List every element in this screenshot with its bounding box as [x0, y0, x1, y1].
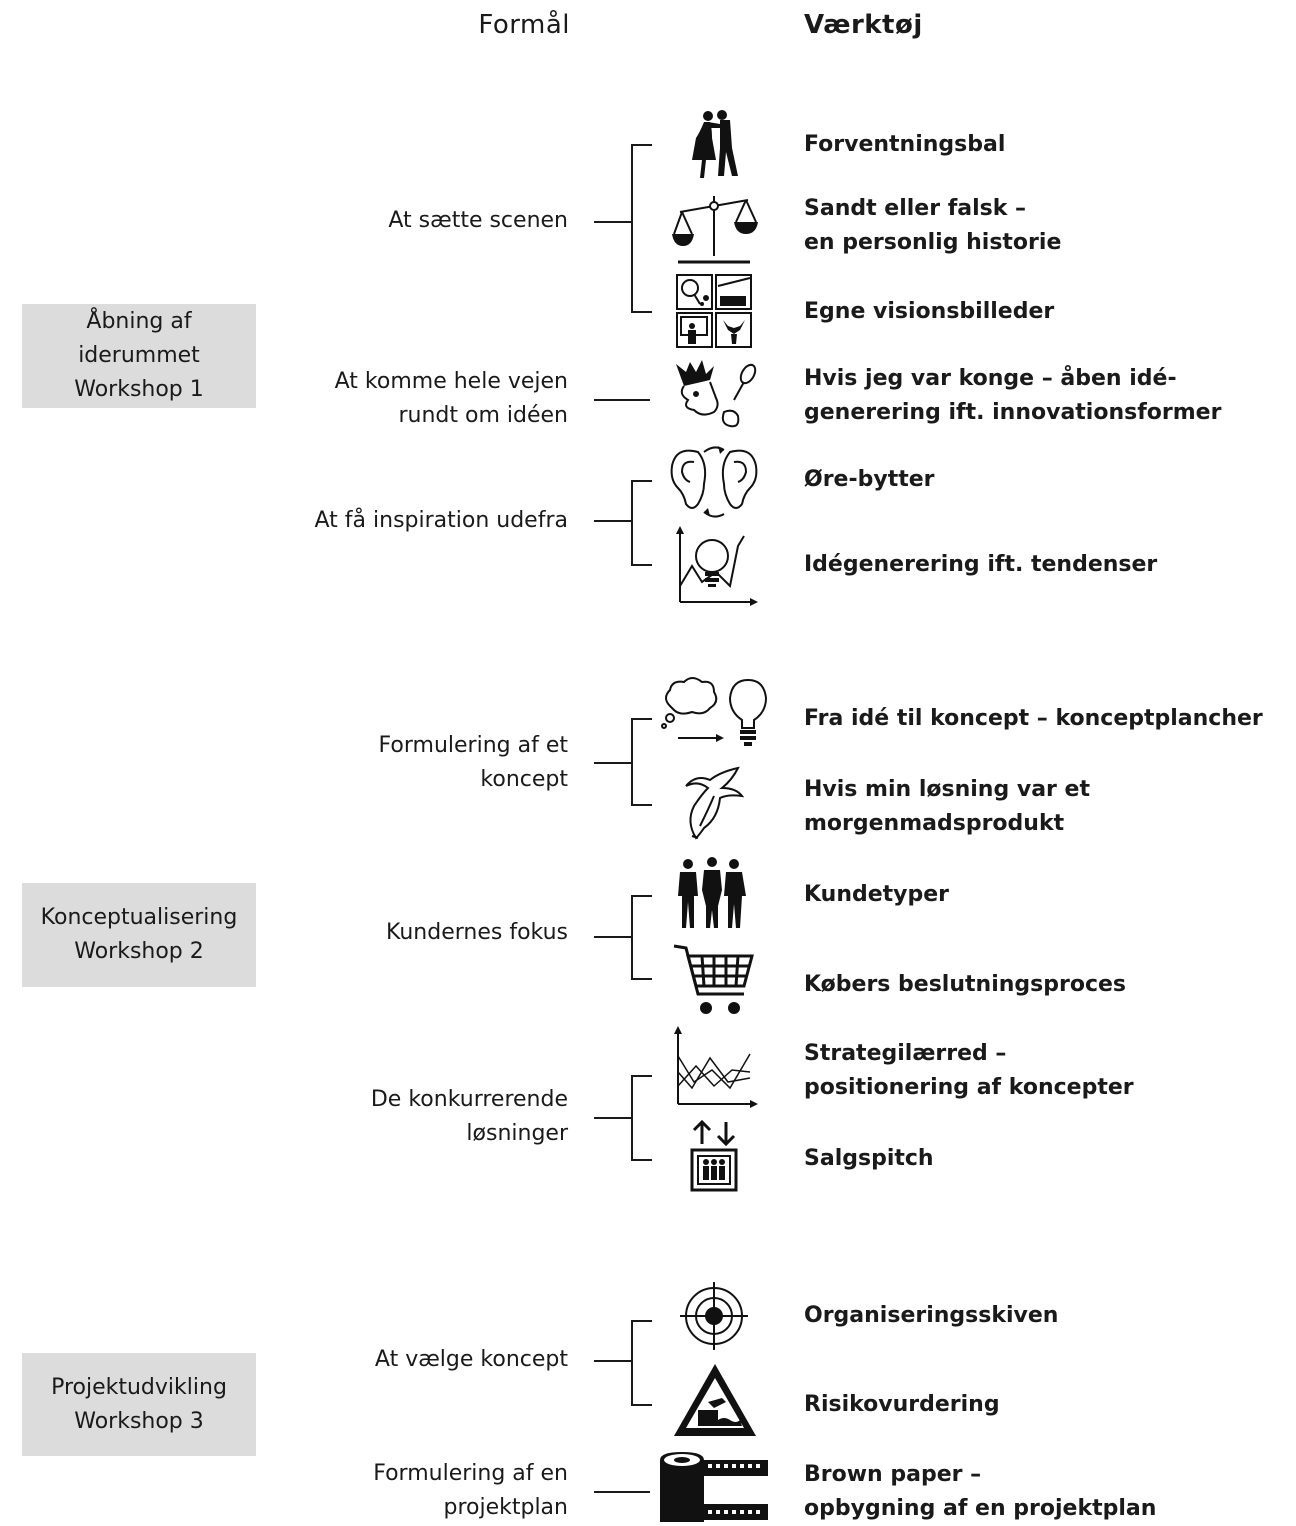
king-icon: [676, 360, 757, 428]
tool-ore-bytter: Øre-bytter: [804, 463, 935, 497]
purpose-label-line: projektplan: [443, 1495, 568, 1520]
scales-icon: [672, 196, 758, 264]
tool-label-line: Forventningsbal: [804, 132, 1006, 157]
phase-label-line: iderummet: [78, 343, 200, 368]
phase-label-line: Konceptualisering: [40, 905, 238, 930]
purpose-set-scene: At sætte scenen: [388, 204, 568, 238]
purpose-label-line: At få inspiration udefra: [314, 508, 568, 533]
tool-label-line: Strategilærred –: [804, 1041, 1007, 1066]
tool-label-line: Hvis min løsning var et: [804, 777, 1090, 802]
tool-label-line: Øre-bytter: [804, 467, 935, 492]
tool-kobers-beslutningsproces: Købers beslutningsproces: [804, 968, 1126, 1002]
tool-label-line: Organiseringsskiven: [804, 1303, 1059, 1328]
dancing-couple-icon: [692, 110, 738, 178]
phase-workshop-2: Konceptualisering Workshop 2: [22, 883, 256, 987]
tool-hvis-jeg-var-konge: Hvis jeg var konge – åben idé- genererin…: [804, 362, 1221, 430]
tool-salgspitch: Salgspitch: [804, 1142, 934, 1176]
phase-label-line: Workshop 1: [74, 377, 204, 402]
purpose-header: Formål: [478, 10, 570, 40]
purpose-customer-focus: Kundernes fokus: [386, 916, 568, 950]
purpose-label-line: koncept: [480, 767, 568, 792]
phase-workshop-1: Åbning af iderummet Workshop 1: [22, 304, 256, 408]
tool-sandt-eller-falsk: Sandt eller falsk – en personlig histori…: [804, 192, 1061, 260]
shopping-cart-icon: [673, 944, 754, 1014]
tool-label-line: Fra idé til koncept – konceptplancher: [804, 706, 1263, 731]
tool-visionsbilleder: Egne visionsbilleder: [804, 295, 1054, 329]
tool-label-line: generering ift. innovationsformer: [804, 400, 1222, 425]
tool-organiseringsskiven: Organiseringsskiven: [804, 1299, 1058, 1333]
purpose-choose-concept: At vælge koncept: [375, 1343, 568, 1377]
tool-label-line: opbygning af en projektplan: [804, 1496, 1157, 1521]
paper-roll-icon: [660, 1452, 768, 1522]
purpose-label-line: At vælge koncept: [374, 1347, 568, 1372]
ear-swap-icon: [670, 446, 758, 518]
tool-strategilaerred: Strategilærred – positionering af koncep…: [804, 1037, 1134, 1105]
purpose-label-line: De konkurrerende: [370, 1087, 568, 1112]
phase-workshop-3: Projektudvikling Workshop 3: [22, 1353, 256, 1456]
purpose-outside-inspiration: At få inspiration udefra: [315, 504, 568, 538]
purpose-label-line: At komme hele vejen: [334, 369, 568, 394]
elevator-icon: [690, 1119, 738, 1192]
tool-morgenmadsprodukt: Hvis min løsning var et morgenmadsproduk…: [804, 773, 1090, 841]
phase-label-line: Projektudvikling: [51, 1374, 227, 1400]
tool-fra-ide-til-koncept: Fra idé til koncept – konceptplancher: [804, 702, 1263, 736]
phase-label-line: Åbning af: [86, 309, 192, 334]
phase-label-line: Workshop 3: [74, 1408, 204, 1434]
target-icon: [680, 1282, 748, 1350]
purpose-competing-solutions: De konkurrerende løsninger: [371, 1083, 568, 1151]
purpose-label-line: rundt om idéen: [398, 403, 569, 428]
tool-forventningsbal: Forventningsbal: [804, 128, 1005, 162]
tool-risikovurdering: Risikovurdering: [804, 1388, 1000, 1422]
strategy-canvas-icon: [674, 1026, 758, 1108]
cloud-to-bulb-icon: [661, 677, 768, 746]
tool-label-line: Salgspitch: [804, 1146, 934, 1171]
tool-label-line: Egne visionsbilleder: [804, 299, 1055, 324]
tool-kundetyper: Kundetyper: [804, 878, 949, 912]
purpose-label-line: Kundernes fokus: [386, 920, 568, 945]
banana-icon: [685, 766, 745, 840]
people-silhouettes-icon: [678, 857, 746, 928]
trend-bulb-icon: [676, 526, 758, 606]
purpose-around-idea: At komme hele vejen rundt om idéen: [335, 365, 568, 433]
tool-label-line: Købers beslutningsproces: [804, 972, 1127, 997]
purpose-label-line: Formulering af en: [373, 1461, 568, 1486]
tool-label-line: Risikovurdering: [804, 1392, 1000, 1417]
tool-label-line: Brown paper –: [804, 1462, 982, 1487]
warning-sign-icon: [674, 1364, 756, 1436]
tools-header: Værktøj: [804, 10, 923, 40]
tool-label-line: Idégenerering ift. tendenser: [804, 552, 1158, 577]
tool-label-line: Hvis jeg var konge – åben idé-: [804, 366, 1177, 391]
tool-label-line: en personlig historie: [804, 230, 1062, 255]
purpose-project-plan: Formulering af en projektplan: [373, 1457, 568, 1525]
tool-label-line: positionering af koncepter: [804, 1075, 1134, 1100]
tool-label-line: morgenmadsprodukt: [804, 811, 1065, 836]
purpose-label-line: løsninger: [466, 1121, 568, 1146]
tool-label-line: Kundetyper: [804, 882, 950, 907]
purpose-formulate-concept: Formulering af et koncept: [379, 729, 568, 797]
purpose-label-line: At sætte scenen: [388, 208, 568, 233]
phase-label-line: Workshop 2: [74, 939, 204, 964]
purpose-label-line: Formulering af et: [378, 733, 568, 758]
tool-idegenerering-tendenser: Idégenerering ift. tendenser: [804, 548, 1157, 582]
vision-pictures-icon: [676, 274, 752, 348]
tool-label-line: Sandt eller falsk –: [804, 196, 1027, 221]
tool-brown-paper: Brown paper – opbygning af en projektpla…: [804, 1458, 1156, 1526]
